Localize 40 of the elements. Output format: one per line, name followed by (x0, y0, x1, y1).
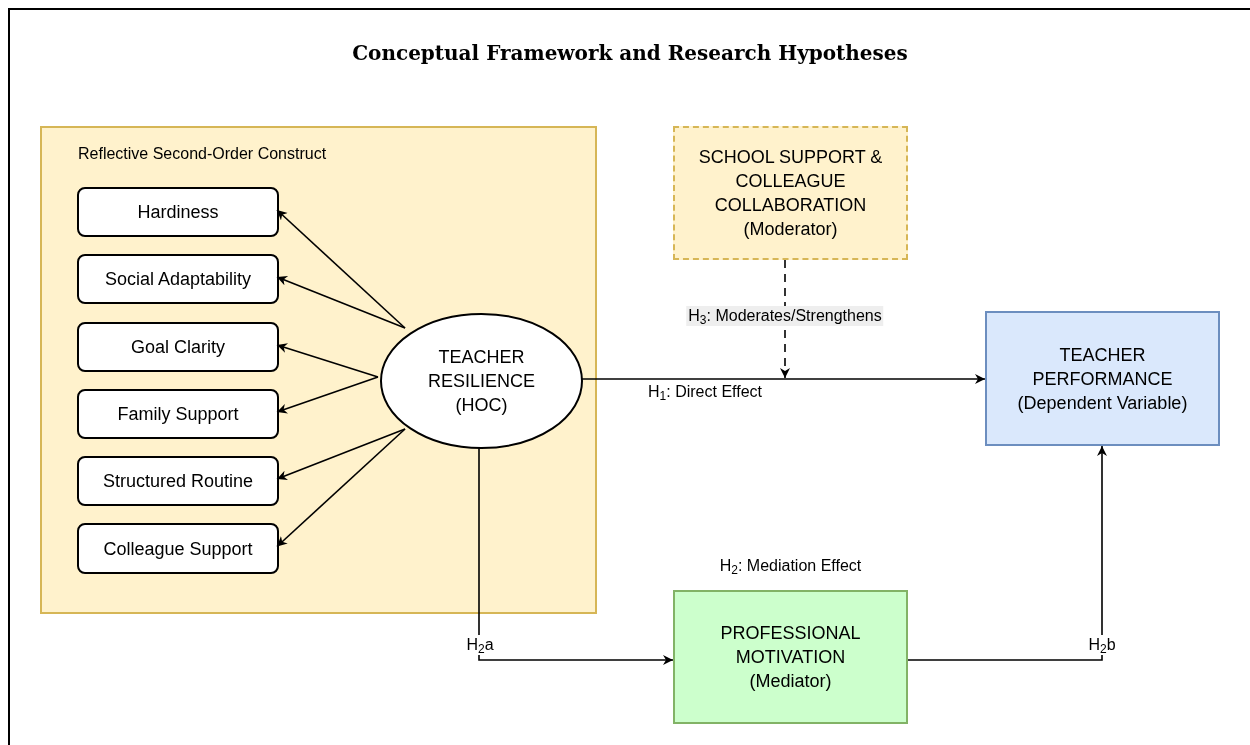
indicator-box (77, 254, 279, 304)
construct-ellipse (380, 313, 583, 449)
node-title: Goal Clarity (131, 336, 225, 359)
node-caption: H$_{2}$: Mediation Effect (718, 556, 863, 578)
edge-label: H$_{1}$: Direct Effect (646, 382, 764, 402)
node-title: Colleague Support (103, 537, 253, 561)
edge-label: H$_{2}$b (1086, 635, 1118, 655)
arrow (580, 374, 986, 384)
arrow (276, 276, 406, 329)
node-title: Structured Routine (102, 470, 254, 493)
arrow (276, 209, 406, 329)
group-heading: Reflective Second-Order Construct (78, 144, 327, 164)
diagram-title: Conceptual Framework and Research Hypotheses (351, 40, 909, 67)
indicator-box (77, 187, 279, 237)
indicator-box (77, 389, 279, 439)
node-title: Hardiness (137, 201, 219, 224)
arrow (276, 376, 379, 414)
node-title: Social Adaptability (104, 268, 252, 291)
arrow (276, 343, 379, 378)
node-title: TEACHER PERFORMANCE (1031, 343, 1174, 391)
edge-label: H$_{3}$: Moderates/Strengthens (686, 306, 884, 326)
node-subtitle: (Dependent Variable) (1017, 391, 1188, 415)
indicator-box (77, 456, 279, 506)
node-subtitle: (Moderator) (743, 218, 838, 241)
indicator-box (77, 322, 279, 372)
indicator-box (77, 523, 279, 574)
edge-label: H$_{2}$a (464, 635, 496, 655)
construct-group-box (40, 126, 597, 614)
node-title: TEACHER RESILIENCE (HOC) (426, 346, 536, 417)
dashed-arrow (780, 259, 790, 379)
node-title: SCHOOL SUPPORT & COLLEAGUE COLLABORATION (697, 146, 884, 217)
node-title: Family Support (117, 403, 239, 426)
moderator-box (673, 126, 908, 260)
outcome-box (985, 311, 1220, 446)
node-subtitle: (Mediator) (749, 670, 832, 693)
arrow (276, 428, 406, 548)
arrow (478, 446, 674, 665)
arrow (276, 428, 406, 480)
node-title: PROFESSIONAL MOTIVATION (719, 622, 862, 669)
arrow (907, 445, 1107, 661)
